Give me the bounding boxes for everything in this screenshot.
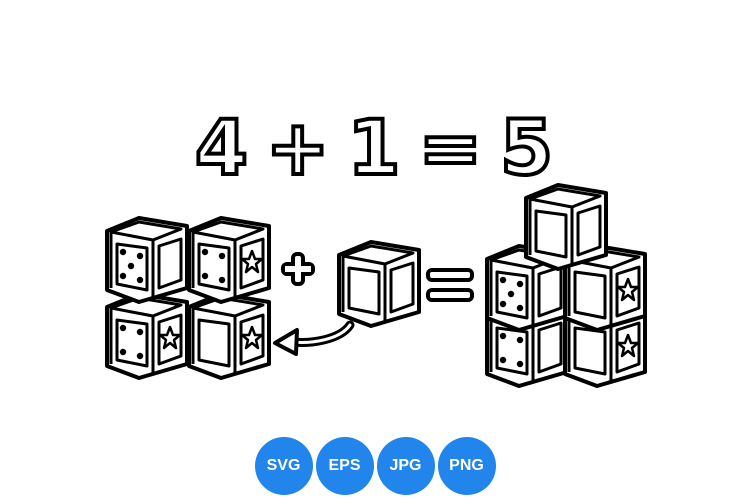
equation-equals: = <box>416 101 485 194</box>
format-badge-jpg: JPG <box>376 437 435 495</box>
curved-arrow-icon <box>273 320 355 356</box>
right-cube-group <box>485 183 647 388</box>
equation-text: 4+1=5 <box>0 101 750 194</box>
equation-operand-b: 1 <box>346 101 403 194</box>
equation-plus: + <box>264 101 332 194</box>
format-badges: SVG EPS JPG PNG <box>0 437 750 495</box>
cube <box>105 292 189 380</box>
cube <box>524 183 608 271</box>
equation-result: 5 <box>498 101 556 194</box>
format-badge-eps: EPS <box>315 437 374 495</box>
equals-sign-icon <box>426 268 474 302</box>
single-cube <box>337 240 421 328</box>
cube <box>105 216 189 304</box>
cube <box>187 292 271 380</box>
plus-sign-icon <box>281 252 315 286</box>
left-cube-group <box>105 216 271 380</box>
format-badge-svg: SVG <box>254 437 313 495</box>
cube <box>187 216 271 304</box>
format-badge-png: PNG <box>437 437 496 495</box>
equation-operand-a: 4 <box>193 101 250 194</box>
